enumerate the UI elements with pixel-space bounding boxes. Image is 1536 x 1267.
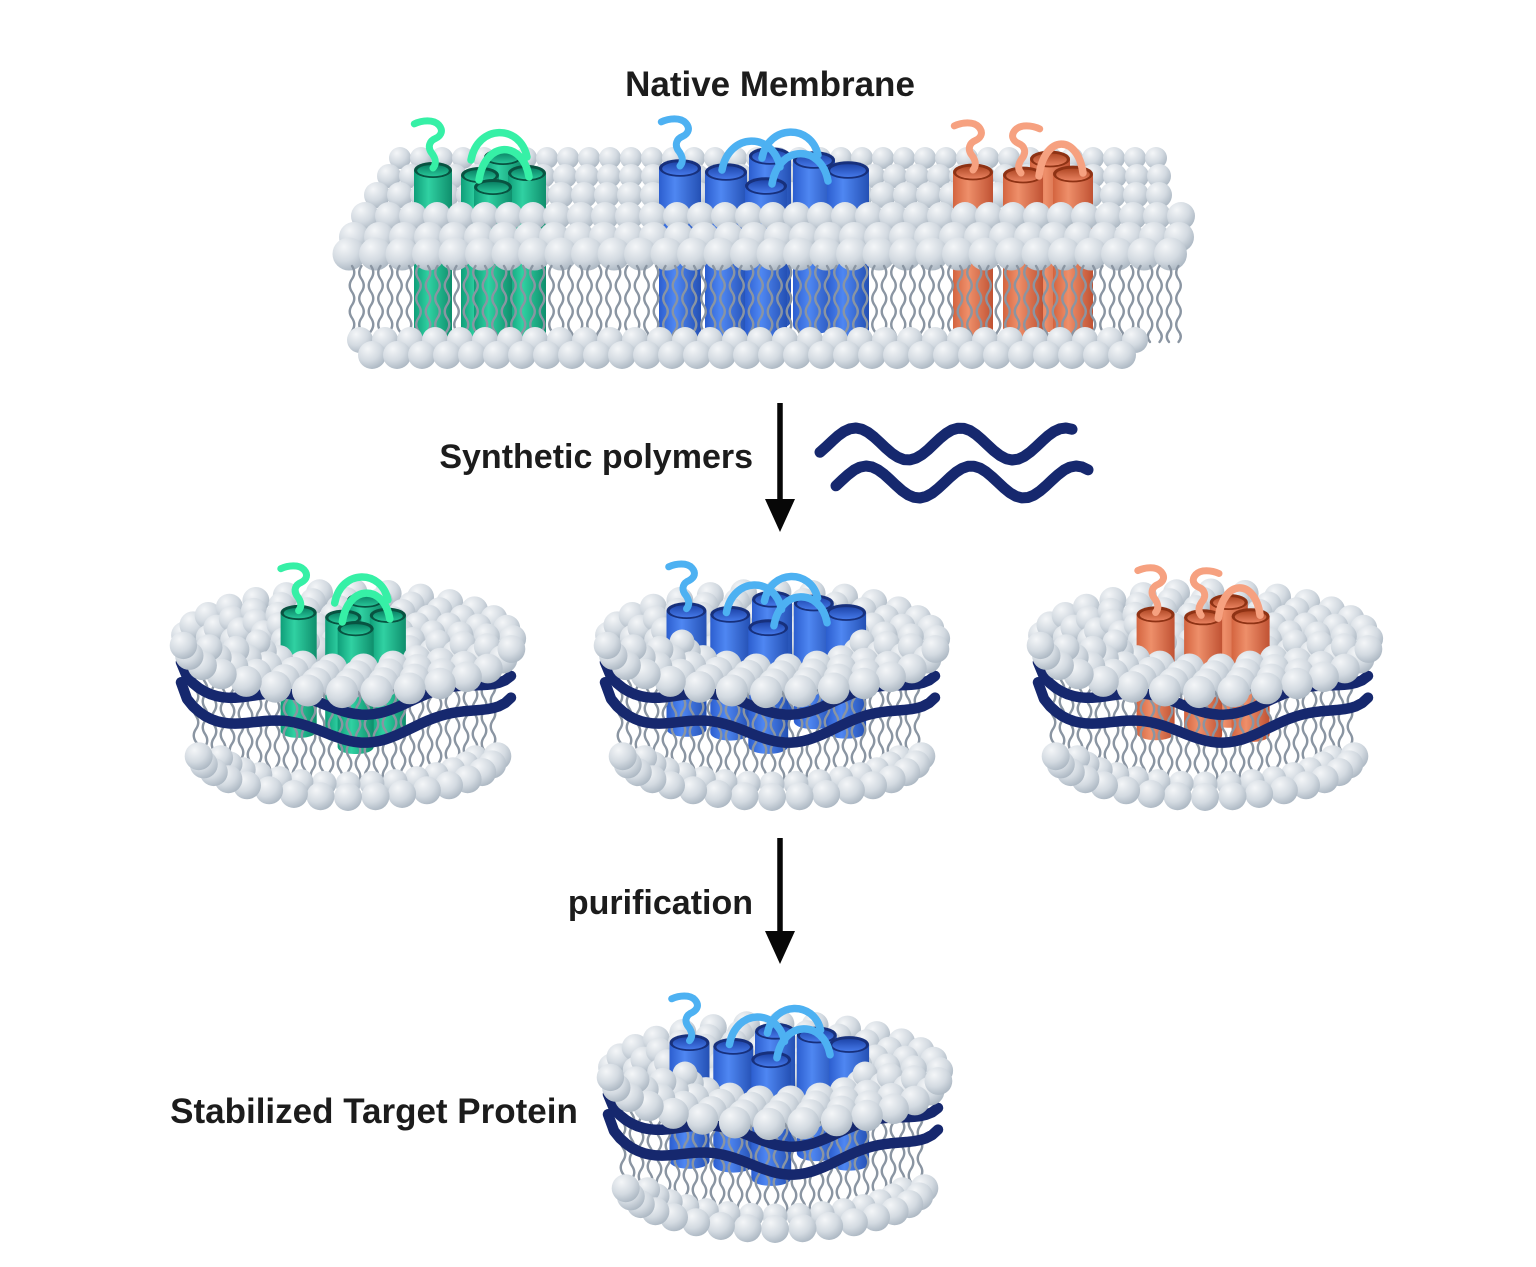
- stabilized-target-protein-label: Stabilized Target Protein: [170, 1092, 578, 1131]
- nanodisc-orange: [1026, 564, 1384, 811]
- native-membrane-label: Native Membrane: [625, 65, 915, 104]
- down-arrow-icon: [765, 838, 795, 964]
- polymer-strands-icon: [814, 422, 1094, 504]
- nanodisc-green: [169, 562, 527, 811]
- nanodisc-blue: [596, 992, 954, 1243]
- synthetic-polymers-label: Synthetic polymers: [439, 438, 753, 476]
- stabilized-nanodisc: [596, 992, 954, 1243]
- native-membrane-illustration: [332, 115, 1195, 369]
- purification-step: [765, 838, 795, 964]
- nanodisc-blue: [593, 560, 951, 811]
- synthetic-polymers-step: [765, 403, 1094, 532]
- purification-label: purification: [568, 884, 753, 922]
- down-arrow-icon: [765, 403, 795, 532]
- nanodisc-row: [169, 560, 1384, 811]
